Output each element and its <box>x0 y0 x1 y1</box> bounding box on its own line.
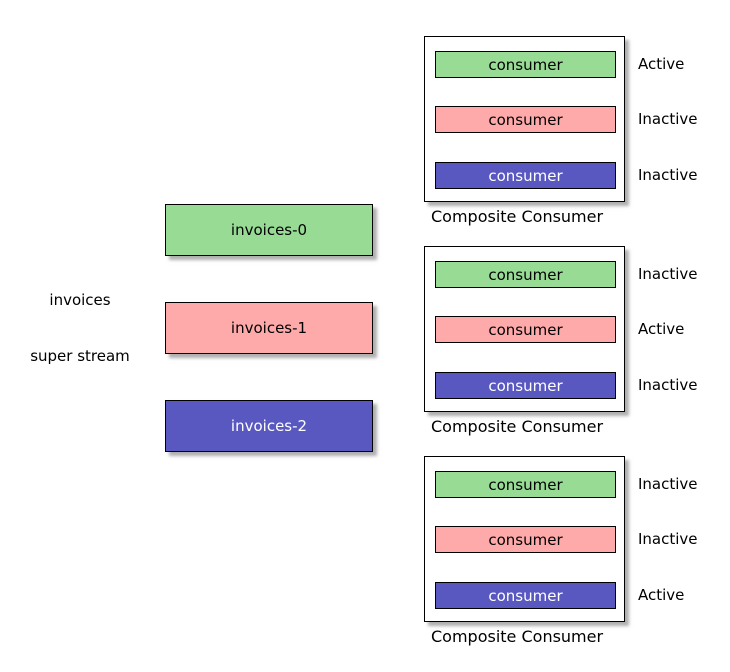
composite-consumer-group-3: consumer consumer consumer Inactive Inac… <box>424 456 724 668</box>
consumer-state-label: Inactive <box>638 110 698 128</box>
consumer-state-label: Inactive <box>638 530 698 548</box>
consumer-box: consumer <box>435 316 616 343</box>
consumer-label: consumer <box>488 475 563 494</box>
consumer-label: consumer <box>488 265 563 284</box>
consumer-box: consumer <box>435 582 616 609</box>
consumer-state-label: Active <box>638 55 685 73</box>
consumer-box: consumer <box>435 471 616 498</box>
consumer-label: consumer <box>488 530 563 549</box>
composite-consumer-title: Composite Consumer <box>431 417 604 436</box>
consumer-label: consumer <box>488 376 563 395</box>
consumer-state-label: Inactive <box>638 265 698 283</box>
partition-box-invoices-0: invoices-0 <box>165 204 373 256</box>
super-stream-name: invoices <box>49 291 111 309</box>
consumer-label: consumer <box>488 166 563 185</box>
consumer-label: consumer <box>488 320 563 339</box>
consumer-box: consumer <box>435 526 616 553</box>
partition-box-invoices-2: invoices-2 <box>165 400 373 452</box>
composite-consumer-box: consumer consumer consumer <box>424 36 625 202</box>
partition-box-invoices-1: invoices-1 <box>165 302 373 354</box>
consumer-label: consumer <box>488 110 563 129</box>
composite-consumer-title: Composite Consumer <box>431 627 604 646</box>
composite-consumer-box: consumer consumer consumer <box>424 456 625 622</box>
partition-label: invoices-1 <box>230 319 308 337</box>
consumer-state-label: Active <box>638 320 685 338</box>
consumer-label: consumer <box>488 586 563 605</box>
super-stream-type-label: super stream <box>30 347 130 365</box>
consumer-box: consumer <box>435 51 616 78</box>
consumer-box: consumer <box>435 372 616 399</box>
consumer-box: consumer <box>435 261 616 288</box>
consumer-box: consumer <box>435 106 616 133</box>
consumer-state-label: Inactive <box>638 376 698 394</box>
composite-consumer-title: Composite Consumer <box>431 207 604 226</box>
consumer-state-label: Inactive <box>638 166 698 184</box>
composite-consumer-group-2: consumer consumer consumer Inactive Acti… <box>424 246 724 458</box>
consumer-state-label: Inactive <box>638 475 698 493</box>
partition-label: invoices-0 <box>230 221 308 239</box>
consumer-state-label: Active <box>638 586 685 604</box>
partition-label: invoices-2 <box>230 417 308 435</box>
composite-consumer-box: consumer consumer consumer <box>424 246 625 412</box>
consumer-label: consumer <box>488 55 563 74</box>
consumer-box: consumer <box>435 162 616 189</box>
composite-consumer-group-1: consumer consumer consumer Active Inacti… <box>424 36 724 248</box>
